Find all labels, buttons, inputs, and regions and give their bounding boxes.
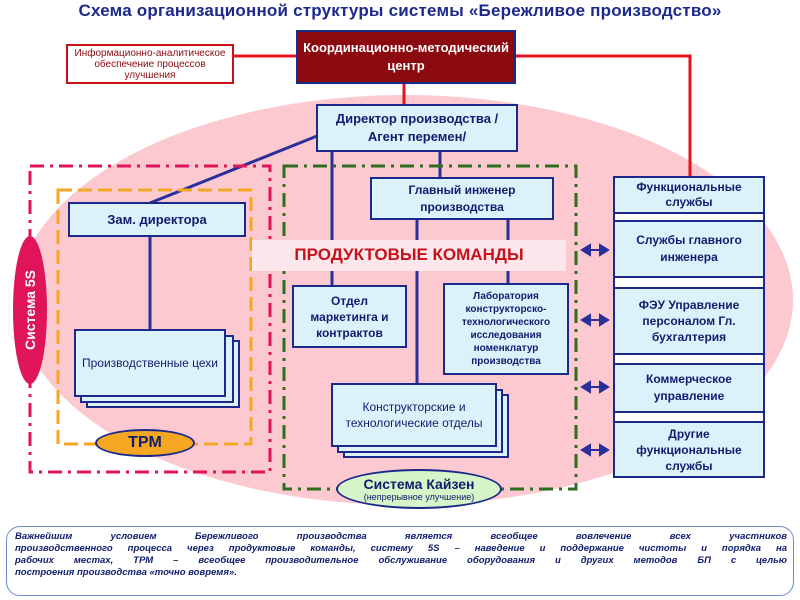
footer-note: Важнейшим условием Бережливого производс… — [6, 526, 794, 596]
design-depts-label: Конструкторские и технологические отделы — [345, 400, 483, 430]
footer-line: рабочих местах, TPM – всеобщее производи… — [15, 555, 787, 566]
functional-header: Функциональные службы — [613, 176, 765, 214]
design-depts-box: Конструкторские и технологические отделы — [331, 383, 497, 447]
footer-line: Важнейшим условием Бережливого производс… — [15, 531, 787, 542]
info-support-label: Информационно-аналитическое обеспечение … — [74, 47, 226, 81]
functional-item-label: ФЭУ Управление персоналом Гл. бухгалтери… — [638, 298, 740, 344]
director-label: Директор производства /Агент перемен/ — [335, 111, 499, 144]
system-5s-label: Система 5S — [22, 270, 38, 350]
functional-item-label: Другие функциональные службы — [636, 426, 742, 473]
footer-line: производственного процесса через продукт… — [15, 543, 787, 554]
kaizen-title: Система Кайзен — [363, 476, 475, 492]
functional-item-finance: ФЭУ Управление персоналом Гл. бухгалтери… — [613, 287, 765, 355]
coord-center-box: Координационно-методический центр — [296, 30, 516, 84]
lab-label: Лаборатория конструкторско-технологическ… — [461, 291, 551, 367]
info-support-box: Информационно-аналитическое обеспечение … — [66, 44, 234, 84]
functional-item-label: Коммерческое управление — [646, 372, 732, 403]
coord-center-label: Координационно-методический центр — [303, 40, 509, 73]
workshops-label: Производственные цехи — [82, 356, 218, 370]
product-teams-label: ПРОДУКТОВЫЕ КОМАНДЫ — [252, 240, 566, 271]
functional-header-label: Функциональные службы — [636, 180, 742, 209]
marketing-label: Отдел маркетинга и контрактов — [310, 293, 389, 340]
coord-functional-line — [515, 54, 692, 178]
kaizen-subtitle: (непрерывное улучшение) — [363, 492, 475, 502]
functional-arrows — [580, 243, 610, 457]
page-title: Схема организационной структуры системы … — [78, 1, 722, 20]
functional-item-other: Другие функциональные службы — [613, 421, 765, 478]
functional-item-commercial: Коммерческое управление — [613, 363, 765, 413]
marketing-box: Отдел маркетинга и контрактов — [292, 285, 407, 348]
kaizen-badge: Система Кайзен (непрерывное улучшение) — [336, 469, 502, 509]
director-box: Директор производства /Агент перемен/ — [316, 104, 518, 152]
deputy-box: Зам. директора — [68, 202, 246, 237]
chief-engineer-label: Главный инженер производства — [408, 182, 516, 214]
workshops-box: Производственные цехи — [74, 329, 226, 397]
functional-item-label: Службы главного инженера — [636, 233, 742, 264]
tpm-label: TPM — [128, 434, 162, 451]
deputy-label: Зам. директора — [107, 212, 207, 227]
tpm-badge: TPM — [95, 429, 195, 457]
lab-box: Лаборатория конструкторско-технологическ… — [443, 283, 569, 375]
functional-item-chief-engineer: Службы главного инженера — [613, 220, 765, 278]
footer-line: построения производства «точно вовремя». — [15, 567, 237, 578]
chief-engineer-box: Главный инженер производства — [370, 177, 554, 220]
system-5s-badge: Система 5S — [13, 236, 47, 384]
